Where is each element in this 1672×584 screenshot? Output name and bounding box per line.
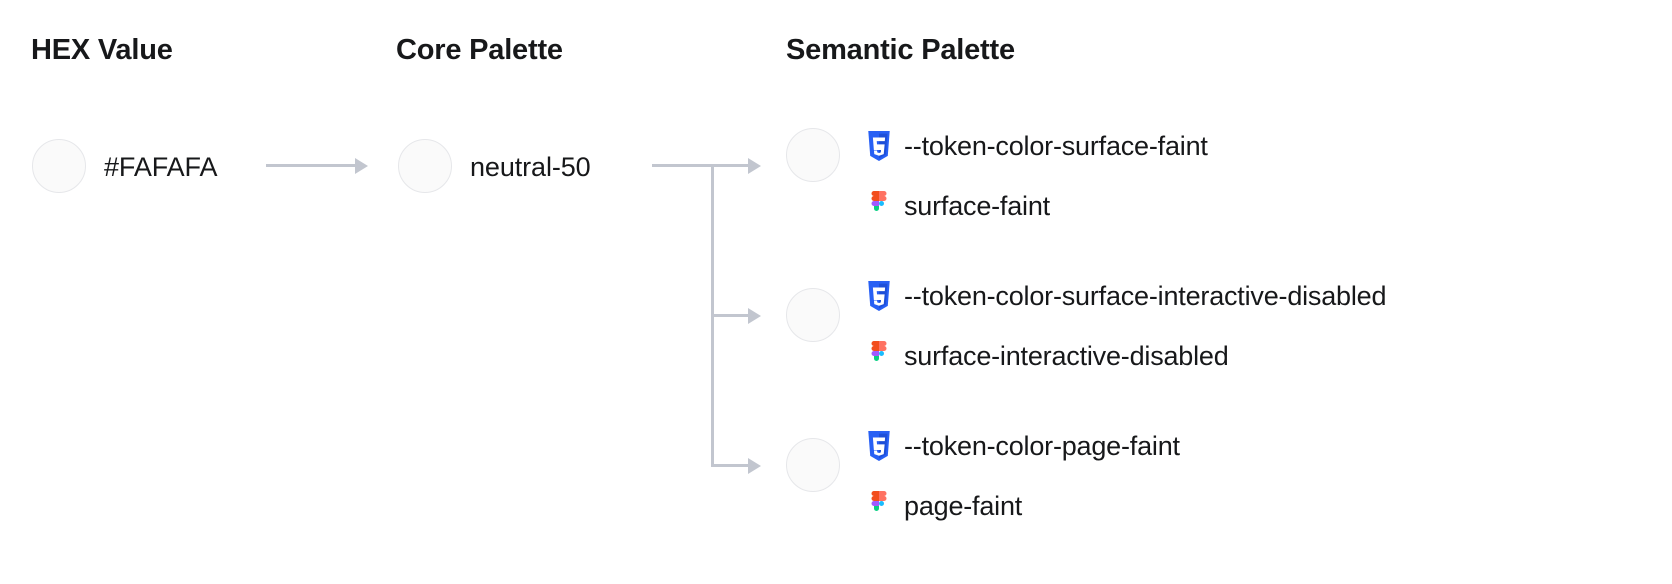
bracket-branch-3 <box>711 464 753 467</box>
bracket-arrowhead-2 <box>748 308 761 324</box>
color-swatch-core <box>398 139 452 193</box>
css-token-label: --token-color-surface-faint <box>904 130 1208 161</box>
css3-icon <box>868 431 890 461</box>
bracket-arrowhead-3 <box>748 458 761 474</box>
color-swatch-semantic-2 <box>786 288 840 342</box>
bracket-branch-1 <box>711 164 753 167</box>
figma-token-label: surface-interactive-disabled <box>904 340 1229 371</box>
figma-token-label: surface-faint <box>904 190 1050 221</box>
bracket-arrowhead-1 <box>748 158 761 174</box>
color-swatch-semantic-3 <box>786 438 840 492</box>
column-heading-core-palette: Core Palette <box>396 34 563 66</box>
semantic-token-group-3: --token-color-page-faint page-faint <box>866 416 1180 536</box>
column-heading-hex-value: HEX Value <box>31 34 173 66</box>
token-row-css: --token-color-surface-interactive-disabl… <box>866 266 1386 326</box>
css3-icon <box>868 131 890 161</box>
color-swatch-hex <box>32 139 86 193</box>
semantic-token-group-2: --token-color-surface-interactive-disabl… <box>866 266 1386 386</box>
css-token-label: --token-color-page-faint <box>904 430 1180 461</box>
figma-icon <box>871 341 887 361</box>
arrow-hex-to-core-head <box>355 158 368 174</box>
arrow-hex-to-core-line <box>266 164 358 167</box>
figma-token-label: page-faint <box>904 490 1023 521</box>
column-heading-semantic-palette: Semantic Palette <box>786 34 1015 66</box>
figma-icon <box>871 191 887 211</box>
hex-value-label: #FAFAFA <box>104 152 218 182</box>
token-row-figma: page-faint <box>866 476 1180 536</box>
token-row-figma: surface-interactive-disabled <box>866 326 1386 386</box>
token-row-figma: surface-faint <box>866 176 1208 236</box>
token-row-css: --token-color-page-faint <box>866 416 1180 476</box>
token-row-css: --token-color-surface-faint <box>866 116 1208 176</box>
semantic-token-group-1: --token-color-surface-faint surface-fain… <box>866 116 1208 236</box>
bracket-stem <box>652 164 714 167</box>
css3-icon <box>868 281 890 311</box>
bracket-branch-2 <box>711 314 753 317</box>
color-swatch-semantic-1 <box>786 128 840 182</box>
figma-icon <box>871 491 887 511</box>
core-palette-label: neutral-50 <box>470 152 591 182</box>
css-token-label: --token-color-surface-interactive-disabl… <box>904 280 1387 311</box>
